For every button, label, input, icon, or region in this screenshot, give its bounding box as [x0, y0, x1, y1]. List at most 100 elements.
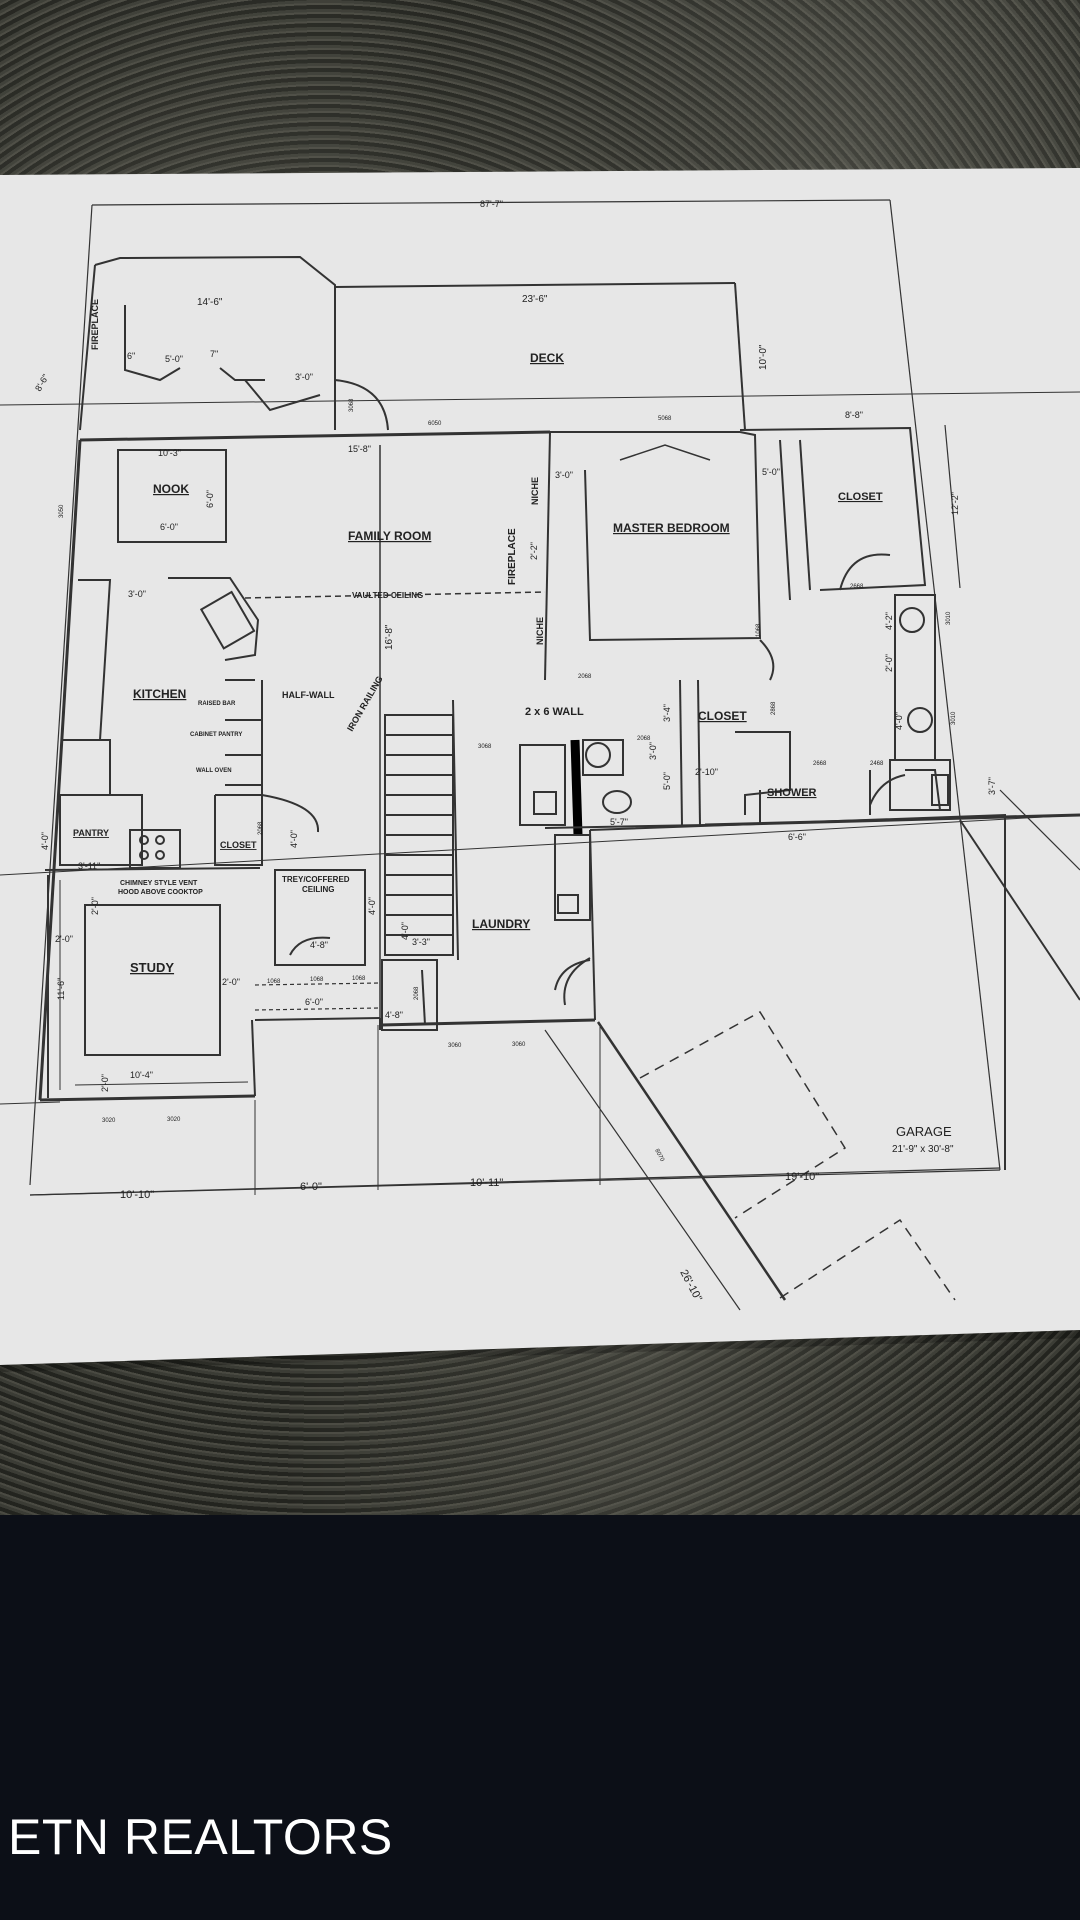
dim-bath-40: 4'-0" — [894, 712, 904, 730]
code-3068-b: 3068 — [478, 744, 492, 750]
dim-bath-20: 2'-0" — [884, 654, 894, 672]
dim-bottom-1011: 10'-11" — [470, 1177, 503, 1189]
brand-watermark: ETN REALTORS — [8, 1809, 393, 1865]
code-3020-a: 3020 — [102, 1118, 116, 1124]
dim-stair-48: 4'-8" — [385, 1010, 403, 1020]
room-laundry-label: LAUNDRY — [472, 917, 530, 931]
dim-bay-left: 5'-0" — [165, 354, 183, 364]
room-master-closet-label: CLOSET — [838, 491, 883, 503]
code-3020-b: 3020 — [167, 1117, 181, 1123]
dim-bath-210: 2'-10" — [695, 767, 718, 777]
code-1068-d: 1068 — [352, 976, 366, 982]
dim-nook-top: 10'-3" — [158, 448, 181, 458]
dim-bay-7: 7" — [210, 349, 218, 359]
note-fireplace-center: FIREPLACE — [507, 528, 518, 585]
code-8070: 8070 — [653, 1148, 665, 1163]
note-niche-bottom: NICHE — [535, 617, 545, 645]
room-bath-closet-label: CLOSET — [698, 709, 747, 723]
code-3010-a: 3010 — [946, 611, 952, 625]
paper-shadow — [0, 1330, 1080, 1372]
code-3050: 3050 — [59, 504, 65, 518]
code-2068-b: 2068 — [637, 736, 651, 742]
dim-family-top: 15'-8" — [348, 444, 371, 454]
room-kitchen-label: KITCHEN — [133, 687, 186, 701]
dim-trey-40: 4'-0" — [367, 897, 377, 915]
dim-kitchen-30: 3'-0" — [128, 589, 146, 599]
room-study-label: STUDY — [130, 960, 174, 975]
note-2x6-wall: 2 x 6 WALL — [525, 706, 584, 718]
note-cabinet-pantry: CABINET PANTRY — [190, 732, 242, 738]
code-2068-d: 2068 — [414, 986, 420, 1000]
dim-bath-closet-30: 3'-0" — [648, 742, 658, 760]
dim-bath-57: 5'-7" — [610, 817, 628, 827]
note-half-wall: HALF-WALL — [282, 690, 335, 700]
dim-bottom-60: 6'-0" — [300, 1181, 322, 1193]
room-pantry-label: PANTRY — [73, 828, 109, 838]
dim-study-20d: 2'-0" — [100, 1074, 110, 1092]
code-2068-c: 2068 — [258, 821, 264, 835]
dim-bottom-1910: 19'-10" — [785, 1171, 819, 1183]
dim-deck-left: 14'-6" — [197, 297, 223, 308]
dim-study-116: 11'-6" — [56, 978, 66, 1000]
code-2668-a: 2668 — [850, 584, 864, 590]
note-raised-bar: RAISED BAR — [198, 701, 236, 707]
dim-bay-6: 6" — [127, 351, 135, 361]
dim-shower-66: 6'-6" — [788, 832, 806, 842]
code-2468: 2468 — [870, 761, 884, 767]
code-2868: 2868 — [771, 701, 777, 715]
code-1068: 1068 — [756, 623, 762, 637]
code-3068: 3068 — [349, 398, 355, 412]
code-2668-b: 2668 — [813, 761, 827, 767]
dim-kitchen-311: 3'-11" — [78, 861, 100, 871]
note-vaulted-ceiling: VAULTED CEILING — [352, 591, 423, 600]
code-3010-b: 3010 — [951, 711, 957, 725]
dim-study-20a: 2'-0" — [90, 897, 100, 915]
paper-sheet — [0, 168, 1080, 1365]
room-nook-label: NOOK — [153, 482, 189, 496]
dim-niche-30: 3'-0" — [555, 470, 573, 480]
room-garage-dims: 21'-9" x 30'-8" — [892, 1144, 954, 1155]
note-trey-ceiling-2: CEILING — [302, 885, 334, 894]
plan-lines — [0, 199, 1080, 1311]
dim-family-vert: 16'-8" — [384, 624, 395, 650]
code-6050: 6050 — [428, 421, 442, 427]
code-3060-a: 3060 — [448, 1043, 462, 1049]
dim-hall-60: 6'-0" — [305, 997, 323, 1007]
dim-nook-bottom: 6'-0" — [160, 522, 178, 532]
note-fireplace-left: FIREPLACE — [90, 299, 100, 350]
room-family-room-label: FAMILY ROOM — [348, 529, 431, 543]
room-master-bedroom-label: MASTER BEDROOM — [613, 521, 730, 535]
dim-trey-48: 4'-8" — [310, 940, 328, 950]
dim-bottom-1010: 10'-10" — [120, 1189, 154, 1201]
room-deck-label: DECK — [530, 351, 564, 365]
room-hall-closet-label: CLOSET — [220, 840, 257, 850]
code-5068: 5068 — [658, 416, 672, 422]
dim-bath-closet-50: 5'-0" — [662, 772, 672, 790]
dim-overall-top: 87'-7" — [480, 199, 503, 209]
dim-study-20b: 2'-0" — [55, 934, 73, 944]
dim-stair-40: 4'-0" — [400, 922, 410, 940]
code-2068-a: 2068 — [578, 674, 592, 680]
dim-study-20c: 2'-0" — [222, 977, 240, 987]
dim-closet-122: 12'-2" — [950, 492, 960, 515]
dim-bath-42: 4'-2" — [884, 612, 894, 630]
dim-bay-30: 3'-0" — [295, 372, 313, 382]
room-shower-label: SHOWER — [767, 787, 817, 799]
dim-hall-34: 3'-4" — [662, 704, 672, 722]
note-trey-ceiling-1: TREY/COFFERED — [282, 875, 350, 884]
dim-deck-depth: 10'-0" — [758, 344, 769, 370]
dim-study-104: 10'-4" — [130, 1070, 153, 1080]
room-garage-label: GARAGE — [896, 1124, 952, 1139]
dim-stair-33: 3'-3" — [412, 937, 430, 947]
dim-right-37: 3'-7" — [987, 777, 997, 795]
code-1068-c: 1068 — [310, 977, 324, 983]
note-wall-oven: WALL OVEN — [196, 768, 232, 774]
dim-nook-side: 6'-0" — [205, 490, 215, 508]
dim-deck-right: 23'-6" — [522, 294, 548, 305]
note-chimney-vent: CHIMNEY STYLE VENT — [120, 880, 198, 887]
code-1068-b: 1068 — [267, 979, 281, 985]
note-hood-cooktop: HOOD ABOVE COOKTOP — [118, 889, 203, 896]
code-3060-b: 3060 — [512, 1042, 526, 1048]
